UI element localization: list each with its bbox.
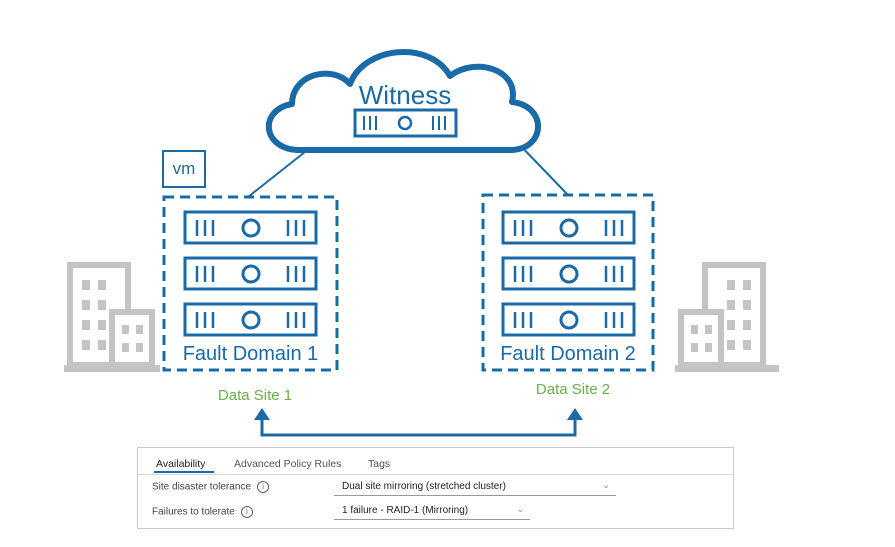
cloud-icon — [265, 49, 541, 153]
site-disaster-tolerance-value: Dual site mirroring (stretched cluster) — [342, 481, 506, 492]
failures-to-tolerate-label: Failures to tolerate — [152, 506, 235, 518]
failures-to-tolerate-row: Failures to tolerate i — [152, 506, 253, 518]
fault-domain-1-box — [162, 195, 339, 372]
storage-policy-panel: Availability Advanced Policy Rules Tags … — [137, 447, 734, 529]
vm-badge: vm — [162, 150, 206, 188]
stretched-cluster-diagram: Witness vm Fault Domain 1 Fault Domain 2… — [64, 49, 779, 437]
tab-tags[interactable]: Tags — [368, 458, 391, 470]
chevron-down-icon: ⌄ — [516, 504, 524, 514]
info-icon[interactable]: i — [240, 506, 253, 518]
data-site-2-label: Data Site 2 — [535, 381, 611, 398]
fd2-server-1-icon — [501, 210, 636, 245]
site-disaster-tolerance-select[interactable]: Dual site mirroring (stretched cluster) … — [334, 479, 616, 496]
witness-label: Witness — [358, 80, 452, 110]
chevron-down-icon: ⌄ — [602, 480, 610, 490]
fd1-server-3-icon — [183, 302, 318, 337]
data-site-1-label: Data Site 1 — [217, 387, 293, 404]
replication-arrow-icon — [254, 408, 583, 437]
tab-advanced-policy-rules[interactable]: Advanced Policy Rules — [234, 458, 342, 470]
diagram-graphics — [64, 49, 779, 437]
failures-to-tolerate-value: 1 failure - RAID-1 (Mirroring) — [342, 505, 469, 516]
tab-availability[interactable]: Availability — [156, 458, 206, 470]
fd1-server-1-icon — [183, 210, 318, 245]
policy-tabs: Availability Advanced Policy Rules Tags — [138, 448, 733, 475]
building-left-icon — [64, 262, 160, 372]
failures-to-tolerate-select[interactable]: 1 failure - RAID-1 (Mirroring) ⌄ — [334, 503, 530, 520]
site-disaster-tolerance-row: Site disaster tolerance i — [152, 481, 269, 493]
witness-server-icon — [353, 108, 458, 138]
building-right-icon — [675, 262, 779, 372]
fault-domain-1-label: Fault Domain 1 — [182, 343, 319, 365]
fd1-server-2-icon — [183, 256, 318, 291]
fault-domain-2-label: Fault Domain 2 — [500, 343, 636, 365]
active-tab-indicator — [154, 471, 214, 473]
fault-domain-2-box — [481, 193, 655, 372]
fd2-server-2-icon — [501, 256, 636, 291]
info-icon[interactable]: i — [256, 481, 269, 493]
fd2-server-3-icon — [501, 302, 636, 337]
site-disaster-tolerance-label: Site disaster tolerance — [152, 481, 251, 493]
